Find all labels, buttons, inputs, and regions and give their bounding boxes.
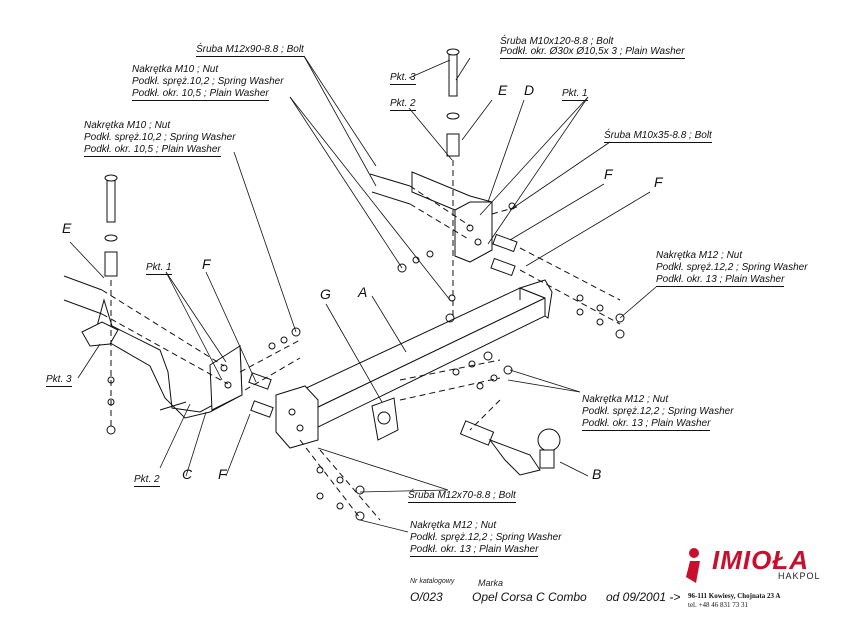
company-phone: tel. +48 46 831 73 31: [688, 601, 748, 609]
label-bolt-m12x90: Śruba M12x90-8.8 ; Bolt: [196, 44, 304, 57]
label-bolt-m10x120: Śruba M10x120-8.8 ; Bolt: [500, 36, 614, 47]
left-side-bracket: [81, 298, 243, 419]
spacer-tubes-right: [490, 233, 518, 277]
label-pkt2-left: Pkt. 2: [134, 474, 160, 487]
label-plain-washer-m10-b: Podkł. okr. 10,5 ; Plain Washer: [84, 144, 221, 157]
side-bolts: [63, 173, 411, 411]
label-nut-m10-a: Nakrętka M10 ; Nut: [132, 64, 219, 75]
label-pkt1-top: Pkt. 1: [562, 88, 588, 101]
part-letter-a: A: [358, 284, 368, 300]
part-letter-f-left1: F: [202, 256, 211, 272]
label-bolt-m12x70: Śruba M12x70-8.8 ; Bolt: [408, 490, 516, 503]
label-spring-washer-m12-mid: Podkł. spręż.12,2 ; Spring Washer: [582, 406, 734, 417]
tow-ball-neck: [459, 420, 561, 476]
logo-subtitle: HAKPOL: [778, 571, 821, 581]
label-nut-m12-mid: Nakrętka M12 ; Nut: [582, 394, 669, 405]
left-long-bolt: [104, 174, 118, 277]
vehicle-model: Opel Corsa C Combo: [472, 590, 587, 604]
label-pkt3-top: Pkt. 3: [390, 72, 416, 85]
label-pkt2-top: Pkt. 2: [390, 98, 416, 111]
part-letter-f-top1: F: [604, 166, 613, 182]
logo-swoosh-icon: [686, 548, 700, 583]
label-spring-washer-m12-bottom: Podkł. spręż.12,2 ; Spring Washer: [410, 532, 562, 543]
leader-lines: [69, 55, 657, 533]
part-letter-d: D: [524, 82, 535, 98]
logo-wordmark: IMIOŁA: [712, 545, 809, 575]
label-nut-m12-right: Nakrętka M12 ; Nut: [656, 250, 743, 261]
part-letter-e-top: E: [498, 82, 508, 98]
label-plain-washer-m12-right: Podkł. okr. 13 ; Plain Washer: [656, 274, 785, 287]
part-letter-b: B: [592, 466, 602, 482]
socket-plate: [371, 397, 399, 441]
left-end-bracket: [275, 385, 319, 449]
top-long-bolt: [446, 48, 460, 157]
label-plain-washer-30: Podkł. okr. Ø30x Ø10,5x 3 ; Plain Washer: [500, 46, 685, 59]
label-spring-washer-m12-right: Podkł. spręż.12,2 ; Spring Washer: [656, 262, 808, 273]
vehicle-date: od 09/2001 ->: [606, 590, 681, 604]
label-bolt-m10x35: Śruba M10x35-8.8 ; Bolt: [604, 130, 712, 143]
right-end-cap: [518, 279, 553, 319]
label-nut-m12-bottom: Nakrętka M12 ; Nut: [410, 520, 497, 531]
company-address: 96-111 Kowiesy, Chojnata 23 A: [688, 592, 781, 600]
fastener-markers: [106, 202, 625, 521]
assembly-lines: [101, 160, 621, 521]
label-plain-washer-m10-a: Podkł. okr. 10,5 ; Plain Washer: [132, 88, 269, 101]
catalog-caption: Nr katalogowy: [410, 578, 455, 585]
catalog-number: O/023: [410, 590, 443, 604]
part-letter-f-left2: F: [218, 466, 227, 482]
cross-beam: [283, 287, 547, 431]
label-plain-washer-m12-mid: Podkł. okr. 13 ; Plain Washer: [582, 418, 711, 431]
right-side-bracket: [411, 171, 493, 263]
part-letter-f-top2: F: [654, 174, 663, 190]
hakpol-logo: IMIOŁA HAKPOL: [682, 545, 842, 593]
label-spring-washer-m10-a: Podkł. spręż.10,2 ; Spring Washer: [132, 76, 284, 87]
label-spring-washer-m10-b: Podkł. spręż.10,2 ; Spring Washer: [84, 132, 236, 143]
spacer-tubes-left: [248, 372, 274, 418]
part-letter-e-left: E: [62, 220, 72, 236]
part-letter-c: C: [182, 466, 193, 482]
label-pkt1-left: Pkt. 1: [146, 262, 172, 275]
label-nut-m10-b: Nakrętka M10 ; Nut: [84, 120, 171, 131]
part-letter-g: G: [320, 286, 331, 302]
label-pkt3-left: Pkt. 3: [46, 374, 72, 387]
brand-caption: Marka: [478, 578, 504, 588]
label-plain-washer-m12-bottom: Podkł. okr. 13 ; Plain Washer: [410, 544, 539, 557]
